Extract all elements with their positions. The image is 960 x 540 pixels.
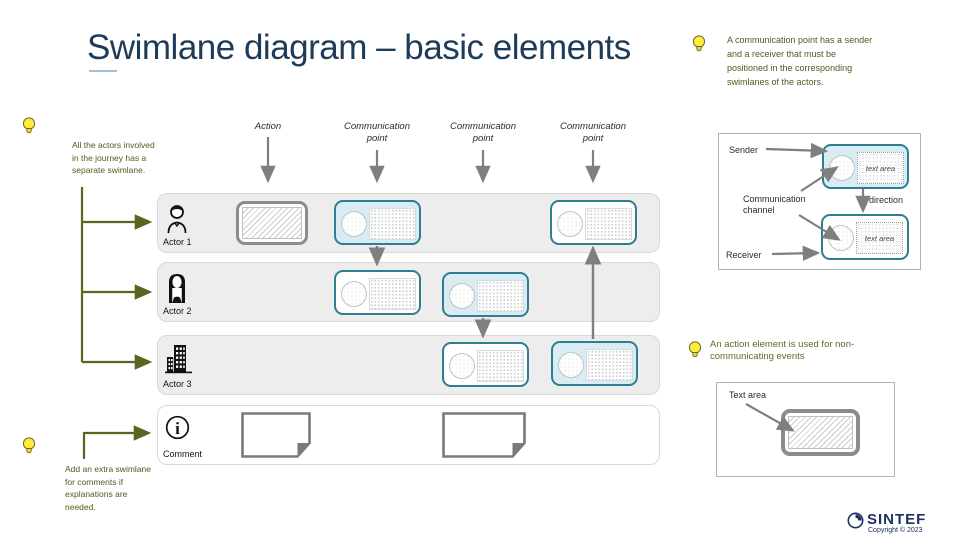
swimlane-actor-3: Actor 3 — [157, 335, 660, 395]
communication-channel-circle — [449, 353, 475, 379]
tip-action-element: An action element is used for non- commu… — [710, 339, 855, 362]
communication-point-receiver — [442, 342, 529, 387]
copyright-text: Copyright © 2023 — [868, 527, 923, 534]
comment-note-shape — [241, 412, 311, 458]
sintef-logo-icon — [847, 512, 864, 529]
tip-extra-swimlane: Add an extra swimlane for comments if ex… — [65, 464, 151, 512]
label-action: Action — [254, 121, 282, 132]
legend-communication-channel-label: Communication channel — [743, 194, 806, 215]
communication-channel-circle — [557, 211, 583, 237]
legend-direction-label: direction — [869, 195, 904, 205]
page-title: Swimlane diagram – basic elements — [87, 28, 631, 67]
lane-label: Comment — [163, 449, 203, 459]
lightbulb-icon — [692, 35, 706, 52]
dotted-text-area — [369, 208, 416, 240]
dotted-text-area — [586, 349, 633, 381]
lightbulb-icon — [22, 117, 36, 134]
sintef-logo-text: SINTEF — [867, 511, 927, 528]
lightbulb-icon — [22, 437, 36, 454]
hatch-text-area — [788, 416, 853, 449]
lane-label: Actor 1 — [163, 237, 192, 247]
communication-channel-circle — [828, 225, 854, 251]
label-communication-point-2: Communication point — [450, 121, 516, 144]
communication-channel-circle — [341, 211, 367, 237]
lane-label: Actor 2 — [163, 306, 192, 316]
dotted-text-area — [585, 208, 632, 240]
lane-label: Actor 3 — [163, 379, 192, 389]
legend-panel: Sender text area Communication channel d… — [718, 133, 921, 270]
communication-point-receiver — [550, 200, 637, 245]
dotted-text-area — [369, 278, 416, 310]
label-communication-point-1: Communication point — [344, 121, 410, 144]
tip-actors-swimlane: All the actors involved in the journey h… — [72, 140, 155, 175]
person-icon — [167, 205, 187, 234]
person-long-hair-icon — [169, 274, 185, 303]
info-icon: i — [165, 415, 190, 440]
hatch-text-area — [242, 207, 302, 239]
text-area-annotation-box: Text area — [716, 382, 895, 477]
communication-point-sender — [551, 341, 638, 386]
communication-point-sender — [334, 200, 421, 245]
communication-channel-circle — [558, 352, 584, 378]
building-icon — [165, 345, 192, 374]
action-element — [781, 409, 860, 456]
communication-channel-circle — [449, 283, 475, 309]
info-glyph: i — [175, 419, 180, 438]
text-area-box: text area — [856, 222, 903, 254]
comment-note-shape — [442, 412, 526, 458]
dotted-text-area — [477, 280, 524, 312]
lightbulb-icon — [688, 341, 702, 358]
arrow-to-lane-comment — [82, 425, 152, 459]
title-underline — [89, 70, 117, 72]
legend-sender-communication-point: text area — [822, 144, 909, 189]
swimlane-comment: i Comment — [157, 405, 660, 465]
legend-sender-label: Sender — [729, 145, 759, 155]
communication-point-sender — [442, 272, 529, 317]
communication-point-receiver — [334, 270, 421, 315]
swimlane-actor-1: Actor 1 — [157, 193, 660, 253]
legend-receiver-label: Receiver — [726, 250, 762, 260]
communication-channel-circle — [829, 155, 855, 181]
tip-communication-point: A communication point has a sender and a… — [727, 35, 873, 87]
legend-receiver-communication-point: text area — [821, 214, 909, 260]
communication-channel-circle — [341, 281, 367, 307]
label-communication-point-3: Communication point — [560, 121, 626, 144]
text-area-label: Text area — [729, 390, 767, 400]
dotted-text-area — [477, 350, 524, 382]
action-element — [236, 201, 308, 245]
text-area-box: text area — [857, 152, 904, 184]
swimlane-actor-2: Actor 2 — [157, 262, 660, 322]
